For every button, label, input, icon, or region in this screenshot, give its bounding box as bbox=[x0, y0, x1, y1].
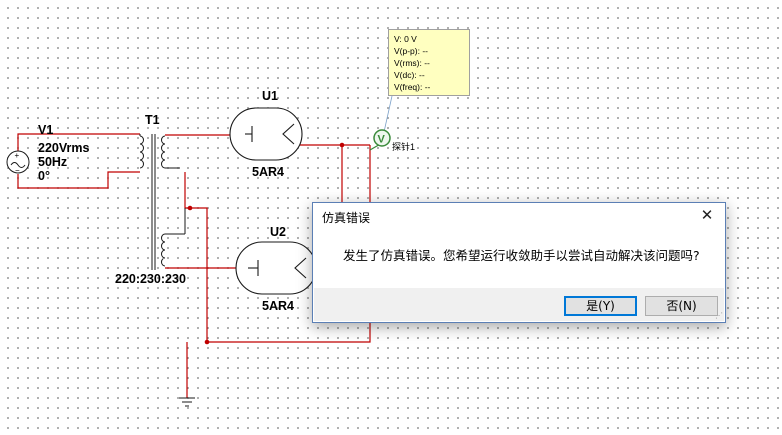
probe-name-label: 探针1 bbox=[392, 141, 415, 152]
dialog-title: 仿真错误 bbox=[322, 211, 371, 225]
source-voltage-label: 220Vrms bbox=[38, 141, 89, 155]
ground-icon[interactable] bbox=[179, 397, 195, 407]
voltage-probe-icon[interactable]: V bbox=[373, 129, 391, 147]
tube-u2-icon[interactable] bbox=[235, 241, 317, 295]
probe-readout-vdc: V(dc): -- bbox=[394, 70, 425, 80]
tube-u1-icon[interactable] bbox=[229, 107, 303, 161]
simulation-error-dialog[interactable]: 仿真错误 ✕ 发生了仿真错误。您希望运行收敛助手以尝试自动解决该问题吗? 是(Y… bbox=[312, 202, 726, 323]
wire-junctions bbox=[187, 142, 345, 345]
transformer-ratio-label: 220:230:230 bbox=[115, 272, 186, 286]
transformer-ref-label: T1 bbox=[145, 113, 160, 127]
probe-readout-vrms: V(rms): -- bbox=[394, 58, 430, 68]
tube-u1-ref-label: U1 bbox=[262, 89, 278, 103]
dialog-message: 发生了仿真错误。您希望运行收敛助手以尝试自动解决该问题吗? bbox=[343, 248, 700, 263]
no-button[interactable]: 否(N) bbox=[645, 296, 718, 316]
close-icon[interactable]: ✕ bbox=[700, 206, 714, 224]
svg-text:+: + bbox=[15, 151, 20, 160]
probe-readout-freq: V(freq): -- bbox=[394, 82, 431, 92]
resize-grip-icon[interactable]: ⋰ bbox=[715, 311, 723, 320]
tube-u2-ref-label: U2 bbox=[270, 225, 286, 239]
source-phase-label: 0° bbox=[38, 169, 50, 183]
probe-readout-voltage: V: 0 V bbox=[394, 34, 417, 44]
probe-symbol: V bbox=[378, 134, 386, 146]
probe-leader-line bbox=[383, 95, 393, 133]
probe-readout-tooltip: V: 0 V V(p-p): -- V(rms): -- V(dc): -- V… bbox=[388, 29, 470, 96]
source-ref-label: V1 bbox=[38, 123, 53, 137]
wires bbox=[17, 133, 383, 398]
probe-readout-vpp: V(p-p): -- bbox=[394, 46, 428, 56]
transformer-icon[interactable] bbox=[139, 134, 186, 270]
yes-button[interactable]: 是(Y) bbox=[564, 296, 637, 316]
svg-text:−: − bbox=[15, 166, 20, 175]
source-frequency-label: 50Hz bbox=[38, 155, 67, 169]
tube-u2-model-label: 5AR4 bbox=[262, 299, 294, 313]
ac-source-icon[interactable]: + − bbox=[6, 150, 30, 175]
tube-u1-model-label: 5AR4 bbox=[252, 165, 284, 179]
